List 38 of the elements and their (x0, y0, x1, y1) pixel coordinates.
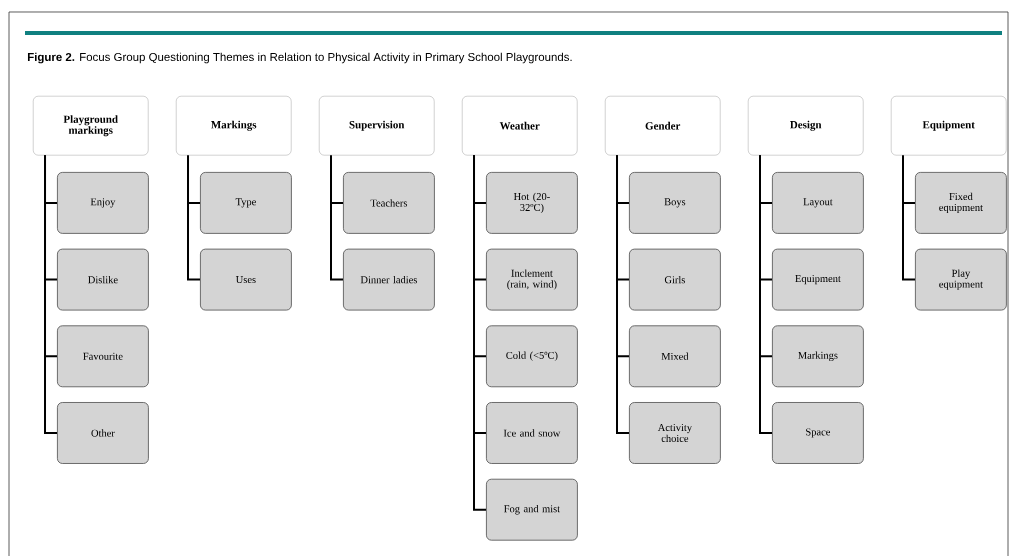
theme-box: Gender (605, 96, 721, 156)
subtheme-box: Layout (772, 172, 864, 234)
subtheme-box: Other (57, 402, 149, 464)
subtheme-box: Dislike (57, 248, 149, 311)
connector (44, 154, 58, 434)
subtheme-box: Equipment (772, 248, 864, 311)
subtheme-box: Space (772, 402, 864, 464)
subtheme-box: Fixed equipment (915, 172, 1007, 234)
subtheme-box: Markings (772, 325, 864, 388)
connector (902, 154, 916, 281)
subtheme-box: Ice and snow (486, 402, 578, 464)
subtheme-box: Girls (629, 248, 721, 311)
subtheme-box: Mixed (629, 325, 721, 388)
subtheme-box: Uses (200, 248, 292, 311)
subtheme-box: Hot (20-32ºC) (486, 172, 578, 234)
subtheme-box: Activity choice (629, 402, 721, 464)
subtheme-box: Type (200, 172, 292, 234)
connector (330, 154, 344, 281)
subtheme-box: Favourite (57, 325, 149, 388)
connector (473, 154, 487, 511)
figure-title: Figure 2. Focus Group Questioning Themes in Relation to Physical Activity in Primary School Playgrounds. (27, 52, 572, 64)
subtheme-box: Teachers (343, 172, 435, 234)
subtheme-box: Boys (629, 172, 721, 234)
theme-box: Weather (462, 96, 578, 156)
subtheme-box: Dinner ladies (343, 248, 435, 311)
theme-box: Markings (176, 96, 292, 156)
connector (759, 154, 773, 434)
subtheme-box: Inclement (rain, wind) (486, 248, 578, 311)
subtheme-box: Play equipment (915, 248, 1007, 311)
connector (616, 154, 630, 434)
connector (187, 154, 201, 281)
theme-box: Supervision (319, 96, 435, 156)
subtheme-box: Fog and mist (486, 478, 578, 541)
subtheme-box: Cold (<5ºC) (486, 325, 578, 388)
theme-box: Equipment (891, 96, 1007, 156)
theme-box: Playground markings (33, 96, 149, 156)
theme-box: Design (748, 96, 864, 156)
subtheme-box: Enjoy (57, 172, 149, 234)
